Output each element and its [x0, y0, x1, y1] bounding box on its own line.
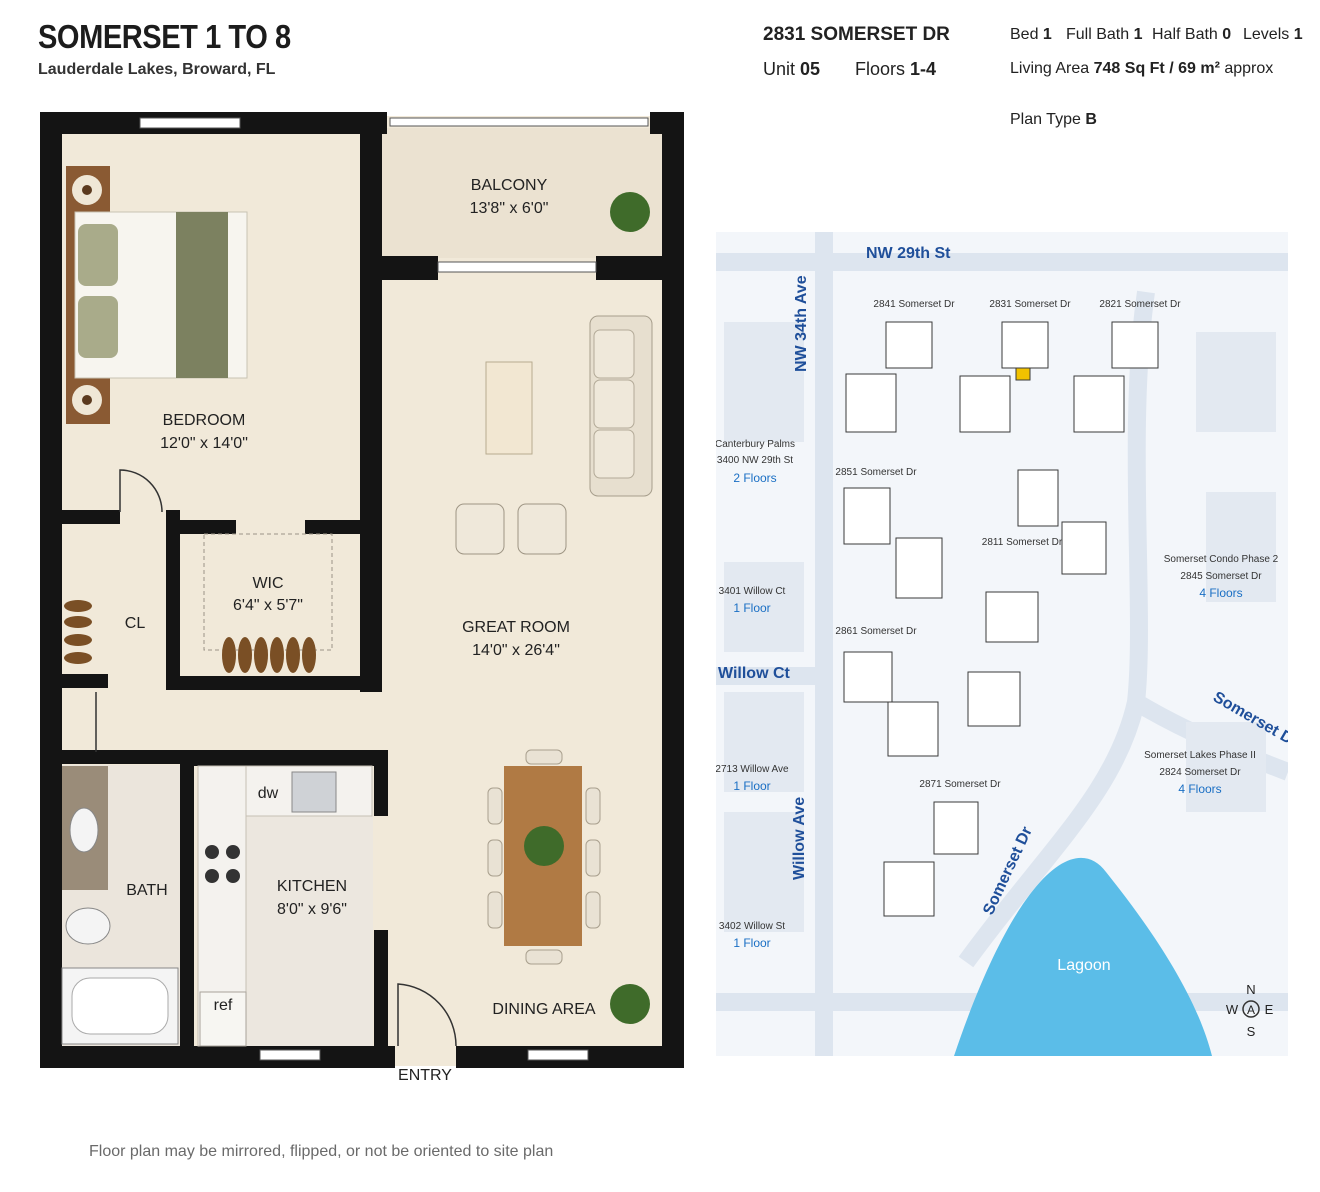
bedroom-door[interactable]	[119, 469, 163, 513]
closet-hangers	[64, 600, 92, 664]
plant-dining	[610, 984, 650, 1024]
building-label-2811: 2811 Somerset Dr	[982, 537, 1063, 548]
neighbor-phase2-floors: 4 Floors	[1199, 586, 1242, 600]
neighbor-lakes-ii-name: Somerset Lakes Phase II	[1144, 750, 1256, 761]
svg-text:S: S	[1247, 1024, 1256, 1039]
kitchen-window	[259, 1049, 321, 1061]
neighbor-2713-floors: 1 Floor	[733, 779, 770, 793]
neighbor-3402-address: 3402 Willow St	[719, 921, 785, 932]
neighbor-3401-address: 3401 Willow Ct	[719, 586, 786, 597]
floor-plan: BALCONY 13'8" x 6'0" BEDROOM 12'0" x 14'…	[40, 112, 684, 1084]
street-nw-34th-ave: NW 34th Ave	[793, 275, 810, 372]
lagoon-label: Lagoon	[1057, 957, 1110, 974]
bath-fixtures	[61, 766, 179, 1045]
unit-address: 2831 SOMERSET DR	[763, 24, 950, 45]
neighbor-phase2-address: 2845 Somerset Dr	[1180, 571, 1262, 582]
svg-text:W: W	[1226, 1002, 1239, 1017]
room-size-great-room: 14'0" x 26'4"	[472, 642, 560, 659]
spec-bed: Bed 1	[1010, 26, 1052, 43]
orientation-disclaimer: Floor plan may be mirrored, flipped, or …	[89, 1143, 554, 1160]
room-name-great-room: GREAT ROOM	[462, 619, 570, 636]
room-name-closet: CL	[125, 615, 146, 632]
building-label-2851: 2851 Somerset Dr	[835, 467, 917, 478]
entry-label: ENTRY	[398, 1067, 452, 1084]
kitchen-counters	[197, 765, 373, 1047]
refrigerator-label: ref	[214, 997, 233, 1014]
neighbor-3402-floors: 1 Floor	[733, 936, 770, 950]
building-label-2831: 2831 Somerset Dr	[989, 299, 1071, 310]
neighbor-3401-floors: 1 Floor	[733, 601, 770, 615]
street-nw-29th: NW 29th St	[866, 245, 951, 262]
room-name-kitchen: KITCHEN	[277, 878, 347, 895]
neighbor-lakes-ii-address: 2824 Somerset Dr	[1159, 767, 1241, 778]
building-label-2821: 2821 Somerset Dr	[1099, 299, 1181, 310]
room-name-balcony: BALCONY	[471, 177, 548, 194]
room-size-balcony: 13'8" x 6'0"	[470, 200, 549, 217]
dishwasher-label: dw	[258, 785, 279, 802]
spec-levels: Levels 1	[1243, 26, 1303, 43]
sofa	[589, 315, 653, 497]
site-map: Lagoon NW 29th St NW 34th Ave Willow Ct …	[716, 232, 1288, 1056]
room-name-bedroom: BEDROOM	[163, 412, 246, 429]
street-willow-ave: Willow Ave	[791, 797, 808, 880]
walls	[40, 112, 684, 1068]
map-parcels	[724, 322, 1276, 932]
room-name-bath: BATH	[126, 882, 167, 899]
highlighted-unit[interactable]	[1015, 367, 1031, 381]
svg-text:E: E	[1265, 1002, 1274, 1017]
balcony-rail	[389, 117, 649, 127]
bedroom-window	[139, 117, 241, 129]
entry-door[interactable]	[397, 983, 457, 1047]
spec-living-area: Living Area 748 Sq Ft / 69 m² approx	[1010, 60, 1274, 77]
spec-full-bath: Full Bath 1	[1066, 26, 1143, 43]
building-label-2861: 2861 Somerset Dr	[835, 626, 917, 637]
street-willow-ct: Willow Ct	[718, 665, 791, 682]
building-label-2841: 2841 Somerset Dr	[873, 299, 955, 310]
unit-info: Unit 05	[763, 59, 821, 79]
room-size-kitchen: 8'0" x 9'6"	[277, 901, 347, 918]
dining-table	[487, 749, 601, 965]
neighbor-2713-address: 2713 Willow Ave	[716, 764, 789, 775]
room-size-wic: 6'4" x 5'7"	[233, 597, 303, 614]
neighbor-canterbury-name: Canterbury Palms	[716, 439, 795, 450]
dining-window	[527, 1049, 589, 1061]
project-title: SOMERSET 1 TO 8	[38, 18, 291, 55]
room-name-wic: WIC	[252, 575, 283, 592]
lagoon	[954, 857, 1212, 1056]
bed	[66, 166, 248, 424]
wic-hangers	[203, 533, 333, 673]
project-location: Lauderdale Lakes, Broward, FL	[38, 61, 276, 78]
compass-rose: A N S W E	[1226, 982, 1274, 1039]
coffee-table	[485, 361, 533, 455]
building-label-2871: 2871 Somerset Dr	[919, 779, 1001, 790]
floors-info: Floors 1-4	[855, 59, 937, 79]
room-name-dining: DINING AREA	[492, 1001, 595, 1018]
plant-balcony	[610, 192, 650, 232]
neighbor-canterbury-address: 3400 NW 29th St	[717, 455, 793, 466]
neighbor-canterbury-floors: 2 Floors	[733, 471, 776, 485]
svg-text:N: N	[1246, 982, 1255, 997]
neighbor-lakes-ii-floors: 4 Floors	[1178, 782, 1221, 796]
spec-half-bath: Half Bath 0	[1152, 26, 1232, 43]
room-size-bedroom: 12'0" x 14'0"	[160, 435, 248, 452]
sliding-door	[437, 261, 597, 273]
armchairs	[455, 503, 567, 555]
neighbor-phase2-name: Somerset Condo Phase 2	[1164, 554, 1279, 565]
building-blocks	[843, 321, 1159, 917]
svg-text:A: A	[1247, 1003, 1255, 1017]
spec-plan-type: Plan Type B	[1010, 111, 1097, 128]
